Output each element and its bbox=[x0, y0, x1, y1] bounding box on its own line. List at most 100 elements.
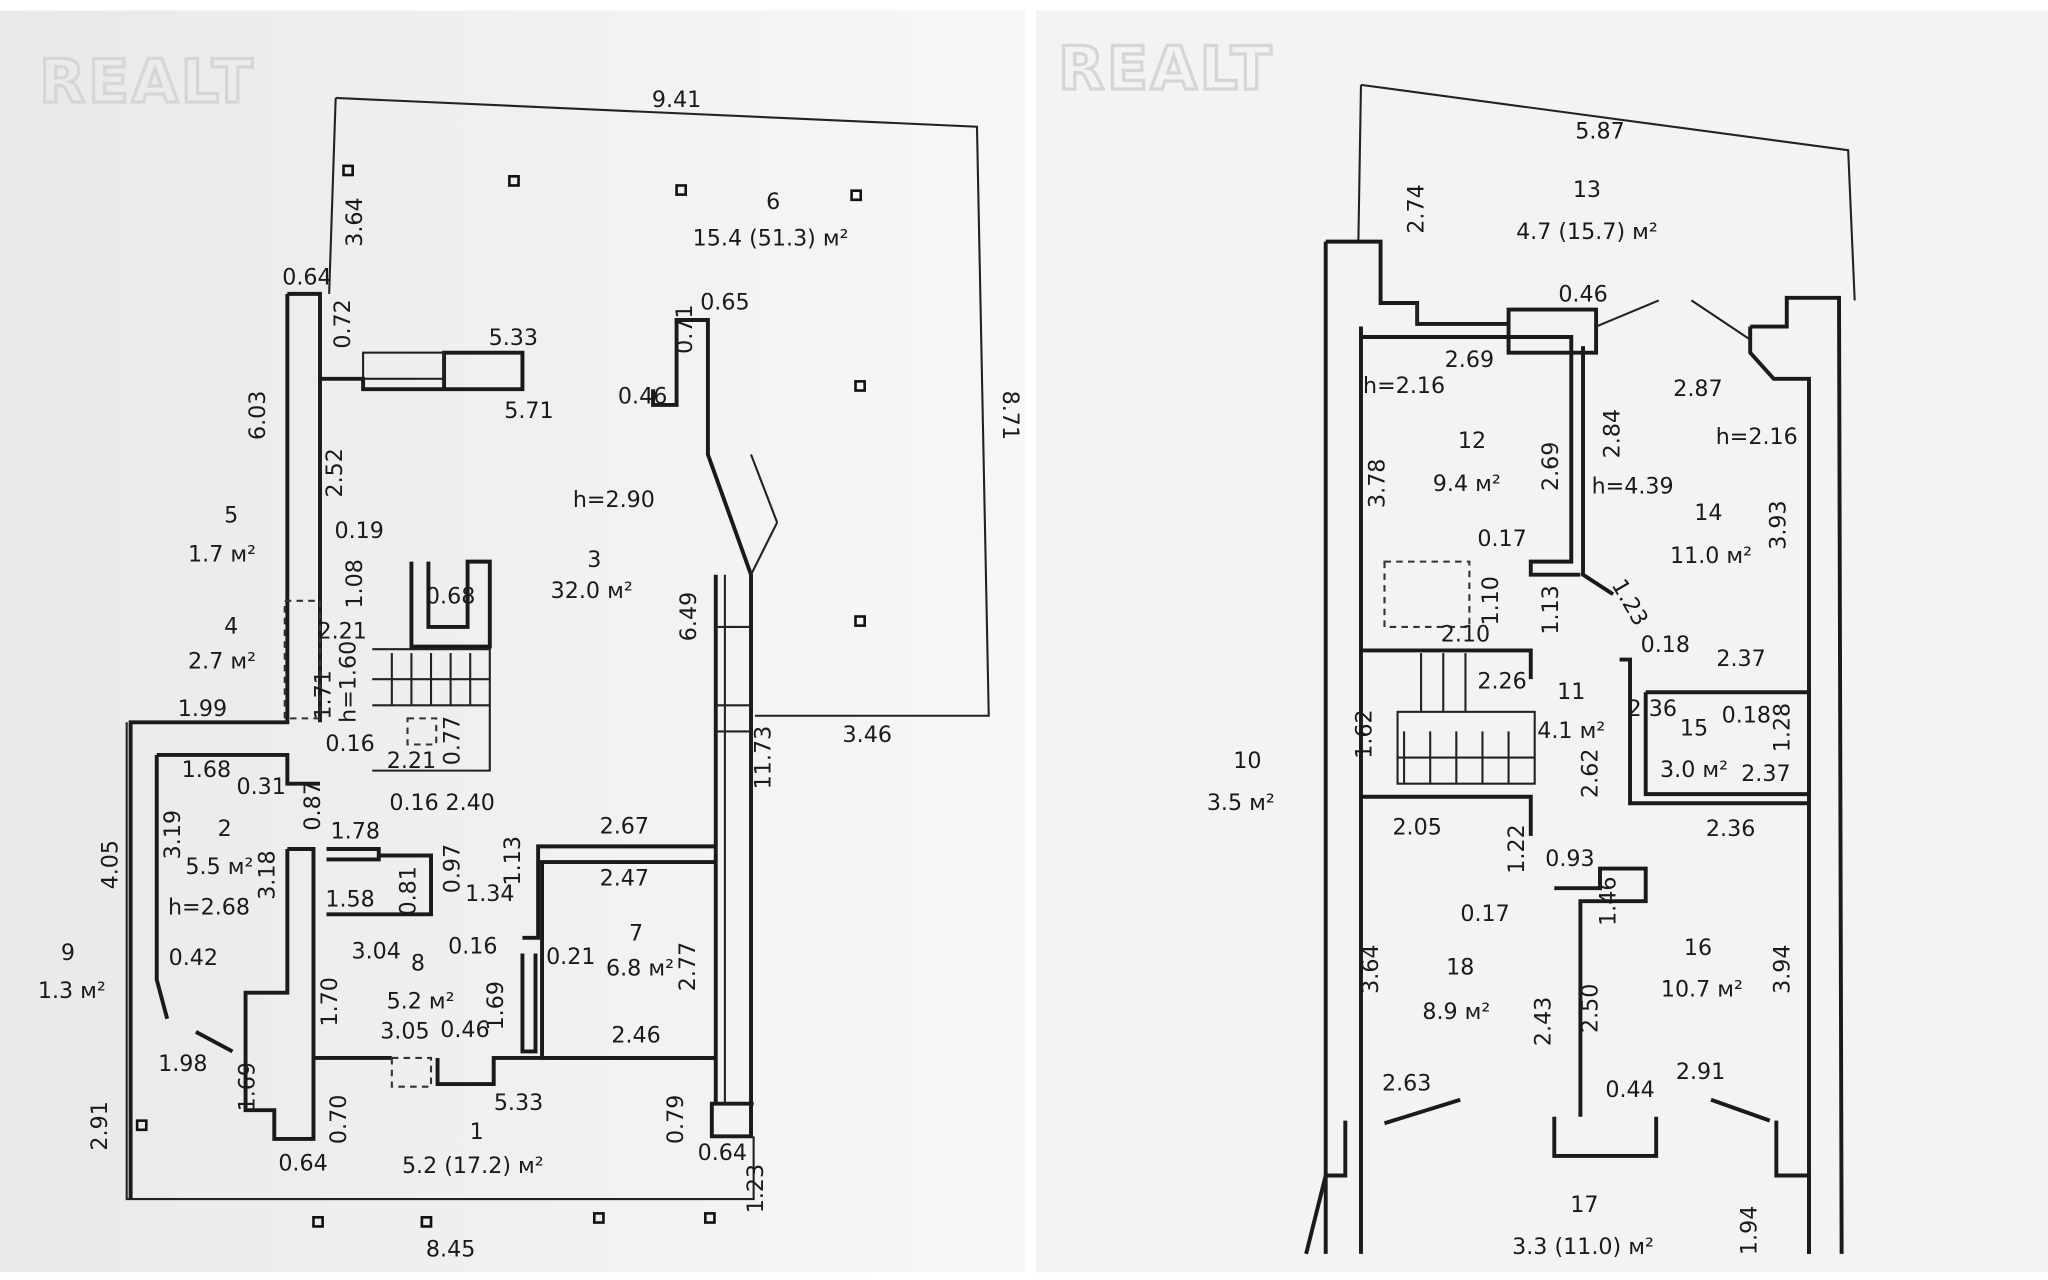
dimension-label: 2.62 bbox=[1577, 749, 1603, 798]
dimension-label: 0.71 bbox=[672, 304, 698, 353]
dimension-label: 0.72 bbox=[330, 299, 356, 348]
dimension-label: 1.10 bbox=[1478, 576, 1504, 625]
stair-treads bbox=[1396, 653, 1536, 785]
dimension-label: 2.05 bbox=[1392, 815, 1441, 841]
room-number-label: 9 bbox=[61, 940, 75, 966]
room-number-label: 4 bbox=[224, 613, 238, 639]
dimension-label: 1.28 bbox=[1769, 703, 1795, 752]
room-number-label: 6 bbox=[766, 189, 780, 215]
dimension-label: 0.64 bbox=[698, 1140, 747, 1166]
dimension-label: 1.70 bbox=[317, 977, 343, 1026]
room-number-label: 11 bbox=[1557, 679, 1585, 705]
dimension-label: 2.40 bbox=[446, 790, 495, 816]
room-area-label: 10.7 м² bbox=[1661, 977, 1743, 1003]
dimension-label: 6.49 bbox=[676, 592, 702, 641]
dimension-label: 1.22 bbox=[1504, 824, 1530, 873]
dimension-label: 1.46 bbox=[1596, 877, 1622, 926]
dimension-label: 0.31 bbox=[237, 774, 286, 800]
dimension-label: 5.87 bbox=[1575, 118, 1624, 144]
room-number-label: 7 bbox=[629, 920, 643, 946]
dimension-label: 2.67 bbox=[600, 813, 649, 839]
dimension-label: 2.91 bbox=[87, 1101, 113, 1150]
dimension-label: 3.46 bbox=[843, 722, 892, 748]
left-floor-plan: REALT bbox=[0, 10, 1026, 1273]
room-area-label: 5.2 м² bbox=[387, 988, 455, 1014]
dimension-label: 0.97 bbox=[440, 844, 466, 893]
room-area-label: 9.4 м² bbox=[1433, 471, 1501, 497]
dimension-label: 11.73 bbox=[751, 726, 777, 790]
dimension-label: 1.99 bbox=[178, 696, 227, 722]
dimension-label: 0.46 bbox=[618, 384, 667, 410]
dimension-label: 2.10 bbox=[1441, 621, 1490, 647]
dimension-label: 1.78 bbox=[331, 819, 380, 845]
ceiling-height-label: h=1.60 bbox=[335, 641, 361, 723]
dimension-label: 2.36 bbox=[1628, 696, 1677, 722]
room-area-label: 2.7 м² bbox=[188, 649, 256, 675]
dimension-label: 0.16 bbox=[448, 933, 497, 959]
room-number-label: 14 bbox=[1694, 500, 1722, 526]
dimension-label: 1.13 bbox=[1538, 585, 1564, 634]
room-number-label: 18 bbox=[1446, 954, 1474, 980]
room-number-label: 15 bbox=[1680, 715, 1708, 741]
dimension-label: 2.26 bbox=[1477, 668, 1526, 694]
room-area-label: 3.5 м² bbox=[1207, 790, 1275, 816]
stair-treads bbox=[372, 653, 490, 707]
room-area-label: 1.3 м² bbox=[38, 978, 106, 1004]
dimension-label: 0.21 bbox=[546, 944, 595, 970]
dimension-label: 0.70 bbox=[326, 1095, 352, 1144]
realt-watermark: REALT bbox=[39, 47, 255, 117]
dimension-label: 2.37 bbox=[1716, 646, 1765, 672]
dimension-label: 0.79 bbox=[663, 1095, 689, 1144]
room-number-label: 5 bbox=[224, 502, 238, 528]
room-area-label: 4.1 м² bbox=[1537, 718, 1605, 744]
realt-watermark: REALT bbox=[1058, 34, 1274, 104]
dimension-label: 2.77 bbox=[675, 942, 701, 991]
dimension-label: 0.19 bbox=[334, 518, 383, 544]
dimension-label: 2.50 bbox=[1577, 984, 1603, 1033]
dimension-label: 2.69 bbox=[1538, 442, 1564, 491]
room-area-label: 32.0 м² bbox=[551, 578, 633, 604]
dimension-label: 1.69 bbox=[235, 1062, 261, 1111]
dimension-label: 0.77 bbox=[440, 716, 466, 765]
dimension-label: 6.03 bbox=[245, 391, 271, 440]
dimension-label: 0.65 bbox=[700, 290, 749, 316]
dimension-label: 0.64 bbox=[278, 1150, 327, 1176]
room-number-label: 13 bbox=[1573, 177, 1601, 203]
dimension-label: 0.16 bbox=[325, 731, 374, 757]
dimension-label: 0.64 bbox=[282, 265, 331, 291]
room-area-label: 8.9 м² bbox=[1422, 999, 1490, 1025]
dimension-label: 2.37 bbox=[1741, 761, 1790, 787]
dimension-label: 2.36 bbox=[1706, 816, 1755, 842]
dimension-label: 2.91 bbox=[1676, 1059, 1725, 1085]
dimension-label: 3.05 bbox=[380, 1018, 429, 1044]
dimension-label: 1.58 bbox=[325, 886, 374, 912]
ceiling-height-label: h=2.16 bbox=[1363, 373, 1445, 399]
dimension-label: 0.46 bbox=[1558, 282, 1607, 308]
room-number-label: 8 bbox=[411, 950, 425, 976]
dimension-label: 0.17 bbox=[1460, 901, 1509, 927]
room-area-label: 15.4 (51.3) м² bbox=[693, 226, 849, 252]
room-area-label: 4.7 (15.7) м² bbox=[1516, 219, 1658, 245]
room-number-label: 17 bbox=[1570, 1192, 1598, 1218]
ceiling-height-label: h=2.90 bbox=[573, 487, 655, 513]
room-number-label: 10 bbox=[1233, 748, 1261, 774]
ceiling-height-label: h=2.16 bbox=[1716, 424, 1798, 450]
dimension-label: 0.46 bbox=[440, 1017, 489, 1043]
dimension-label: 0.18 bbox=[1641, 632, 1690, 658]
ceiling-height-label: h=2.68 bbox=[168, 894, 250, 920]
dimension-label: 3.94 bbox=[1769, 944, 1795, 993]
dimension-label: 0.44 bbox=[1605, 1077, 1654, 1103]
dimension-label: 9.41 bbox=[652, 87, 701, 113]
room-area-label: 3.0 м² bbox=[1660, 757, 1728, 783]
room-number-label: 2 bbox=[218, 816, 232, 842]
column-markers bbox=[135, 164, 866, 1228]
dimension-label: 0.87 bbox=[300, 781, 326, 830]
dimension-label: 2.87 bbox=[1673, 376, 1722, 402]
dimension-label: 8.71 bbox=[997, 391, 1023, 440]
dimension-label: 1.68 bbox=[182, 757, 231, 783]
dimension-label: 2.21 bbox=[387, 748, 436, 774]
dimension-label: 0.42 bbox=[169, 945, 218, 971]
room-number-label: 1 bbox=[470, 1119, 484, 1145]
